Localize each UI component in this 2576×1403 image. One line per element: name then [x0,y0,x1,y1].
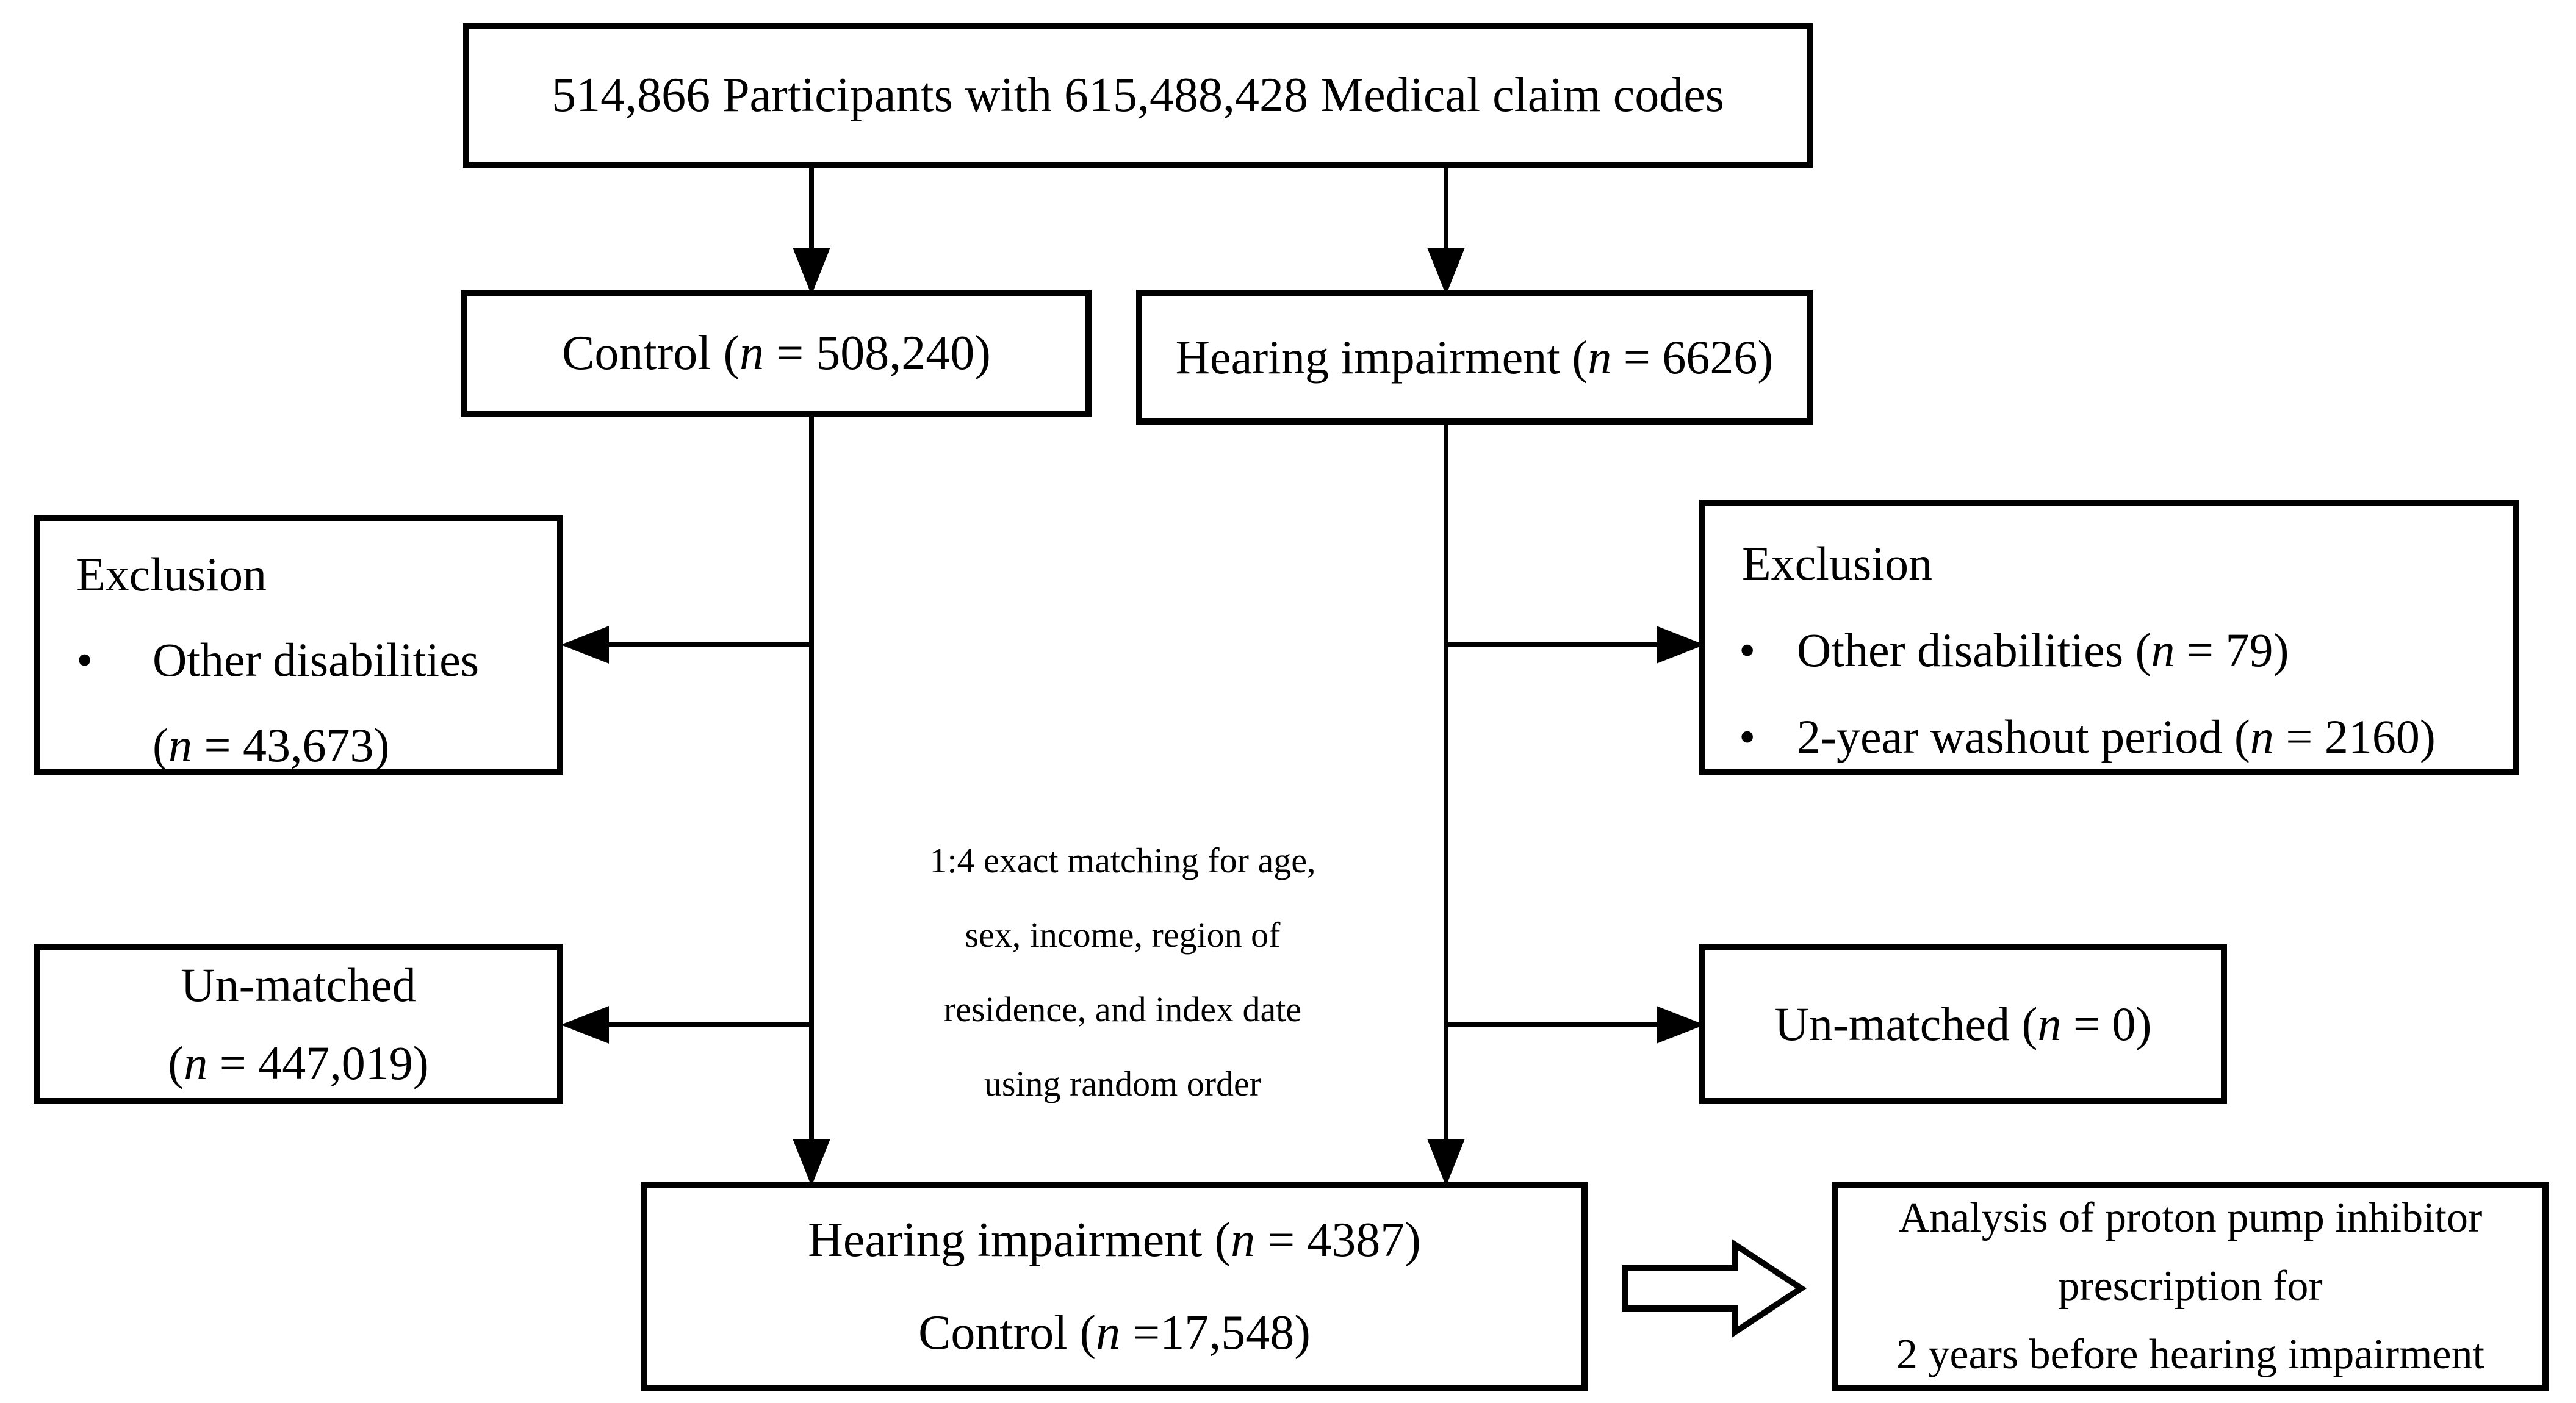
bullet-icon: • [1739,623,1756,676]
arrow-hearing-to-matched [1427,425,1465,1186]
control-cohort-text: Control (n = 508,240) [562,326,991,380]
matching-note-line3: residence, and index date [943,989,1302,1029]
box-hearing-cohort: Hearing impairment (n = 6626) [1136,290,1813,425]
bullet-icon: • [1739,710,1756,763]
matching-note: 1:4 exact matching for age, sex, income,… [818,824,1428,1121]
total-participants-text: 514,866 Participants with 615,488,428 Me… [552,68,1724,122]
arrow-total-to-hearing [1427,168,1465,295]
box-matched-cohort: Hearing impairment (n = 4387) Control (n… [641,1182,1588,1391]
unmatched-left-line1: Un-matched [181,958,416,1011]
analysis-line2: prescription for [2058,1263,2323,1310]
unmatched-right-text: Un-matched (n = 0) [1774,997,2152,1050]
matching-note-line2: sex, income, region of [965,915,1281,955]
arrow-to-exclusion-right [1446,626,1705,664]
analysis-line3: 2 years before hearing impairment [1896,1331,2485,1378]
exclusion-left-item-line2: (n = 43,673) [153,719,390,772]
box-total-participants: 514,866 Participants with 615,488,428 Me… [463,23,1813,168]
arrow-to-unmatched-right [1446,1006,1705,1044]
matching-note-line1: 1:4 exact matching for age, [929,841,1316,880]
exclusion-right-item-1: • Other disabilities (n = 79) [1705,607,2513,694]
unmatched-left-line2: (n = 447,019) [168,1036,429,1089]
box-unmatched-left: Un-matched (n = 447,019) [34,944,563,1104]
exclusion-right-item2-text: 2-year washout period (n = 2160) [1797,710,2436,763]
box-analysis: Analysis of proton pump inhibitor prescr… [1832,1182,2549,1391]
arrow-total-to-control [793,168,830,295]
box-exclusion-left: Exclusion • Other disabilities (n = 43,6… [34,515,563,775]
hearing-cohort-text: Hearing impairment (n = 6626) [1175,330,1774,384]
matching-note-line4: using random order [984,1064,1262,1103]
matched-hearing-text: Hearing impairment (n = 4387) [808,1213,1421,1267]
box-exclusion-right: Exclusion • Other disabilities (n = 79) … [1699,500,2519,775]
block-arrow-to-analysis [1622,1238,1807,1338]
exclusion-left-heading: Exclusion [76,548,267,601]
exclusion-left-item: • Other disabilities (n = 43,673) [40,617,557,788]
exclusion-right-heading: Exclusion [1742,537,1932,590]
arrow-to-exclusion-left [561,626,811,664]
exclusion-right-item1-text: Other disabilities (n = 79) [1797,623,2289,676]
arrow-to-unmatched-left [561,1006,811,1044]
box-unmatched-right: Un-matched (n = 0) [1699,944,2227,1104]
box-control-cohort: Control (n = 508,240) [461,290,1092,417]
analysis-line1: Analysis of proton pump inhibitor [1898,1194,2483,1241]
exclusion-right-item-2: • 2-year washout period (n = 2160) [1705,694,2513,780]
matched-control-text: Control (n =17,548) [918,1306,1311,1360]
exclusion-left-item-line1: Other disabilities [153,633,480,686]
bullet-icon: • [76,633,93,686]
